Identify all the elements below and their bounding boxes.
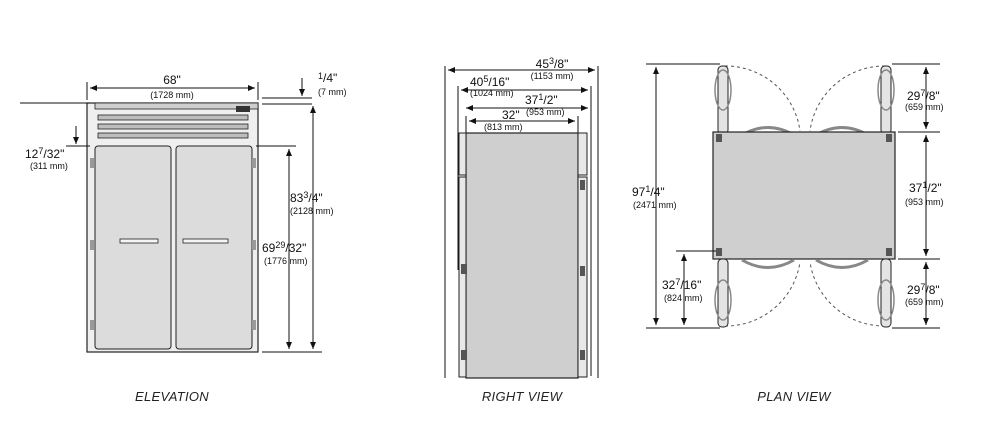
top-gap-mm-label: (7 mm): [318, 87, 347, 97]
hinge: [580, 266, 585, 276]
door-handle: [815, 258, 869, 269]
door-swing-arc: [809, 65, 886, 132]
total-depth-label: 971/4": [632, 184, 665, 199]
width-mm-label: (1728 mm): [150, 90, 194, 100]
total-height-mm-label: (2128 mm): [290, 206, 334, 216]
right-view: 453/8" (1153 mm) 405/16" (1024 mm) 371/2…: [444, 56, 599, 404]
open-door-back-right: [880, 65, 892, 135]
door-clear-mm-label: (824 mm): [664, 293, 703, 303]
hinge: [716, 134, 722, 142]
louver: [97, 114, 249, 121]
right-view-caption: RIGHT VIEW: [482, 389, 564, 404]
cabinet-plan: [712, 131, 896, 260]
hinge: [461, 350, 467, 360]
depth-doors-label: 371/2": [525, 92, 558, 107]
door-height-label: 6929/32": [262, 240, 306, 255]
elevation-view: 68" (1728 mm) 1/4" (7 mm): [20, 71, 347, 404]
door-handle: [741, 258, 795, 269]
rear-panel: [458, 132, 467, 176]
hinge: [461, 264, 467, 274]
door-handle: [714, 69, 732, 111]
door-top-mm-label: (311 mm): [30, 161, 68, 171]
door-handle: [877, 279, 895, 321]
louver: [97, 132, 249, 139]
right-door-handle: [182, 238, 229, 244]
swing-front-mm-label: (659 mm): [905, 297, 944, 307]
left-door-handle: [119, 238, 159, 244]
depth-handles-label: 405/16": [470, 74, 509, 89]
open-door-front-right: [880, 258, 892, 328]
hinge: [252, 320, 256, 330]
depth-doors-mm-label: (953 mm): [526, 107, 565, 117]
door-height-mm-label: (1776 mm): [264, 256, 308, 266]
elevation-caption: ELEVATION: [135, 389, 209, 404]
hinge: [580, 180, 585, 190]
top-gap-label: 1/4": [318, 71, 337, 85]
swing-back-mm-label: (659 mm): [905, 102, 944, 112]
hinge: [90, 240, 94, 250]
hinge: [90, 158, 94, 168]
front-panel: [577, 132, 588, 176]
total-depth-mm-label: (2471 mm): [633, 200, 677, 210]
hinge: [886, 248, 892, 256]
plan-view: 971/4" (2471 mm) 327/16" (824 mm) 297/8"…: [632, 63, 944, 404]
door-swing-arc: [724, 65, 801, 132]
door-edge: [577, 176, 588, 378]
body-depth-label: 32": [502, 108, 520, 122]
hinge: [580, 350, 585, 360]
body-depth-mm-label: (813 mm): [484, 122, 523, 132]
width-label: 68": [163, 73, 181, 87]
control-panel: [236, 106, 250, 112]
body-label: 371/2": [909, 180, 942, 195]
open-door-back-left: [717, 65, 729, 135]
swing-front-label: 297/8": [907, 282, 940, 297]
hinge: [716, 248, 722, 256]
hinge: [252, 240, 256, 250]
top-trim: [94, 102, 259, 110]
overall-depth-mm-label: (1153 mm): [531, 71, 574, 81]
door-swing-arc: [809, 261, 886, 327]
door-swing-arc: [724, 261, 801, 327]
door-edge: [458, 176, 467, 378]
body-mm-label: (953 mm): [905, 197, 944, 207]
door-clear-label: 327/16": [662, 277, 701, 292]
plan-view-caption: PLAN VIEW: [757, 389, 832, 404]
open-door-front-left: [717, 258, 729, 328]
left-door: [94, 145, 172, 350]
total-height-label: 833/4": [290, 190, 323, 205]
swing-back-label: 297/8": [907, 88, 940, 103]
cabinet-side: [465, 132, 579, 379]
depth-handles-mm-label: (1024 mm): [470, 88, 514, 98]
hinge: [886, 134, 892, 142]
door-handle: [877, 69, 895, 111]
louver: [97, 123, 249, 130]
door-handle: [714, 279, 732, 321]
right-door: [175, 145, 253, 350]
hinge: [90, 320, 94, 330]
door-top-label: 127/32": [25, 146, 64, 161]
overall-depth-label: 453/8": [536, 56, 569, 71]
hinge: [252, 158, 256, 168]
